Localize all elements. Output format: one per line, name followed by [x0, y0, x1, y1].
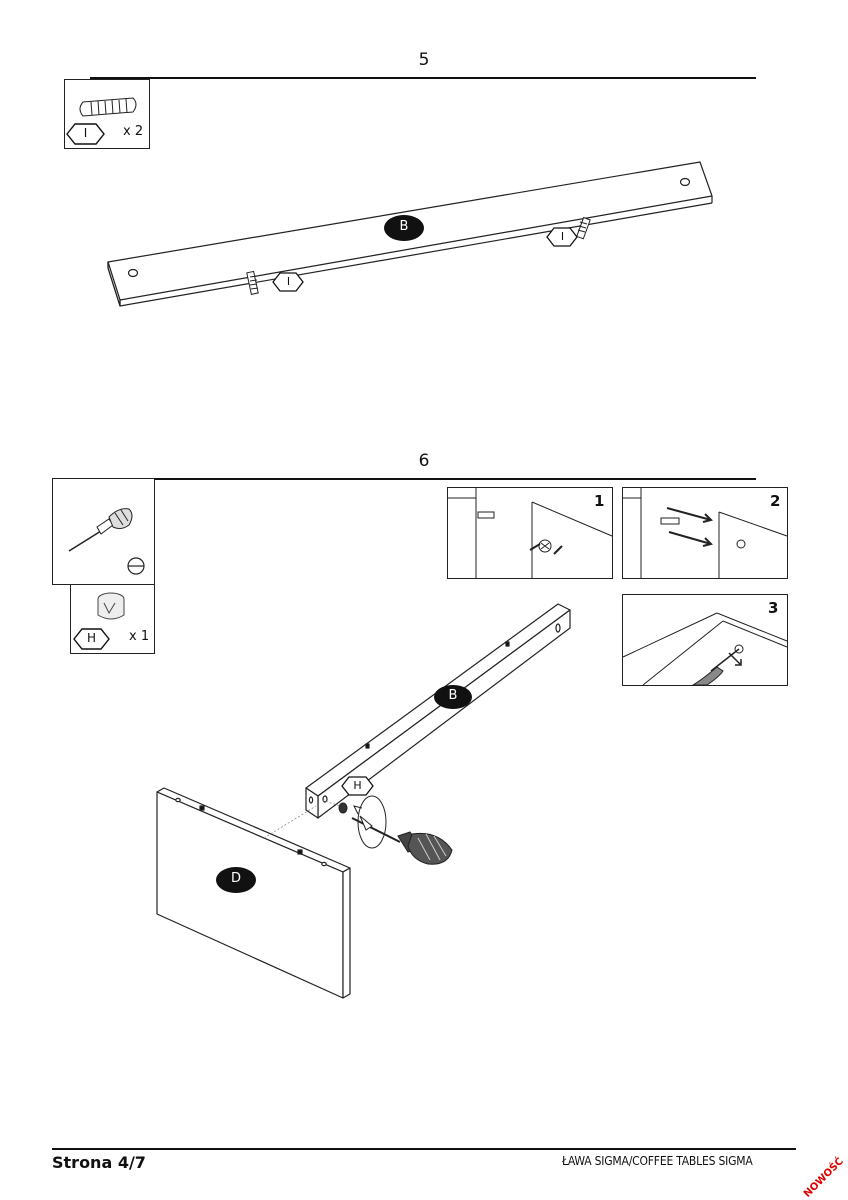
inset-2: 2: [622, 487, 788, 579]
panel-d-badge: [216, 867, 256, 893]
cam-part-box: H x 1: [70, 584, 155, 654]
inset-1: 1: [447, 487, 613, 579]
cam-label-hexagon: [341, 776, 374, 796]
dowel-label-hexagons: [272, 227, 578, 292]
step-6-number: 6: [418, 451, 430, 471]
dowel-right-icon: [576, 216, 591, 240]
cam-part-label: H: [86, 631, 97, 645]
part-label: I: [83, 126, 88, 140]
board-b-badge: [384, 215, 424, 241]
dowel-left-label: I: [286, 275, 291, 288]
tool-box: [52, 478, 155, 585]
inset-1-label: 1: [594, 492, 605, 510]
new-badge: NOWOŚĆ: [802, 1155, 846, 1200]
step-5-rule: [90, 77, 756, 79]
screwdriver-icon: [68, 508, 145, 575]
inset-3: 3: [622, 594, 788, 686]
cam-lock-icon: [73, 592, 125, 650]
panel-d-label: D: [230, 871, 241, 886]
footer-rule: [52, 1148, 796, 1150]
inset-2-drawing: [623, 488, 788, 578]
step-6-rule: [154, 478, 756, 480]
cam-label: H: [353, 779, 362, 792]
step-5-part-box: I x 2: [64, 79, 150, 149]
dowel-icon: [79, 97, 137, 117]
dowel-right-label: I: [560, 230, 565, 243]
inset-1-drawing: [448, 488, 613, 578]
board-b-label: B: [399, 219, 409, 234]
inset-2-label: 2: [770, 492, 781, 510]
panel-d-shape: [156, 787, 351, 999]
assembly-illustration: [156, 603, 571, 999]
part-quantity: x 2: [123, 124, 144, 139]
screwdriver-tool-icon: [351, 815, 453, 865]
step-5-number: 5: [418, 50, 430, 70]
part-hexagon-icon: [66, 123, 105, 145]
board-b-illustration: [107, 161, 713, 307]
document-title: ŁAWA SIGMA/COFFEE TABLES SIGMA: [562, 1154, 753, 1168]
inset-3-label: 3: [768, 599, 779, 617]
board-b-label-6: B: [448, 688, 458, 703]
inset-3-drawing: [622, 612, 788, 686]
cam-part-quantity: x 1: [129, 629, 150, 644]
dowel-left-icon: [246, 270, 259, 295]
page-number: Strona 4/7: [52, 1153, 146, 1172]
board-b-badge-6: [434, 685, 472, 709]
cam-nut-icon: [338, 802, 348, 814]
